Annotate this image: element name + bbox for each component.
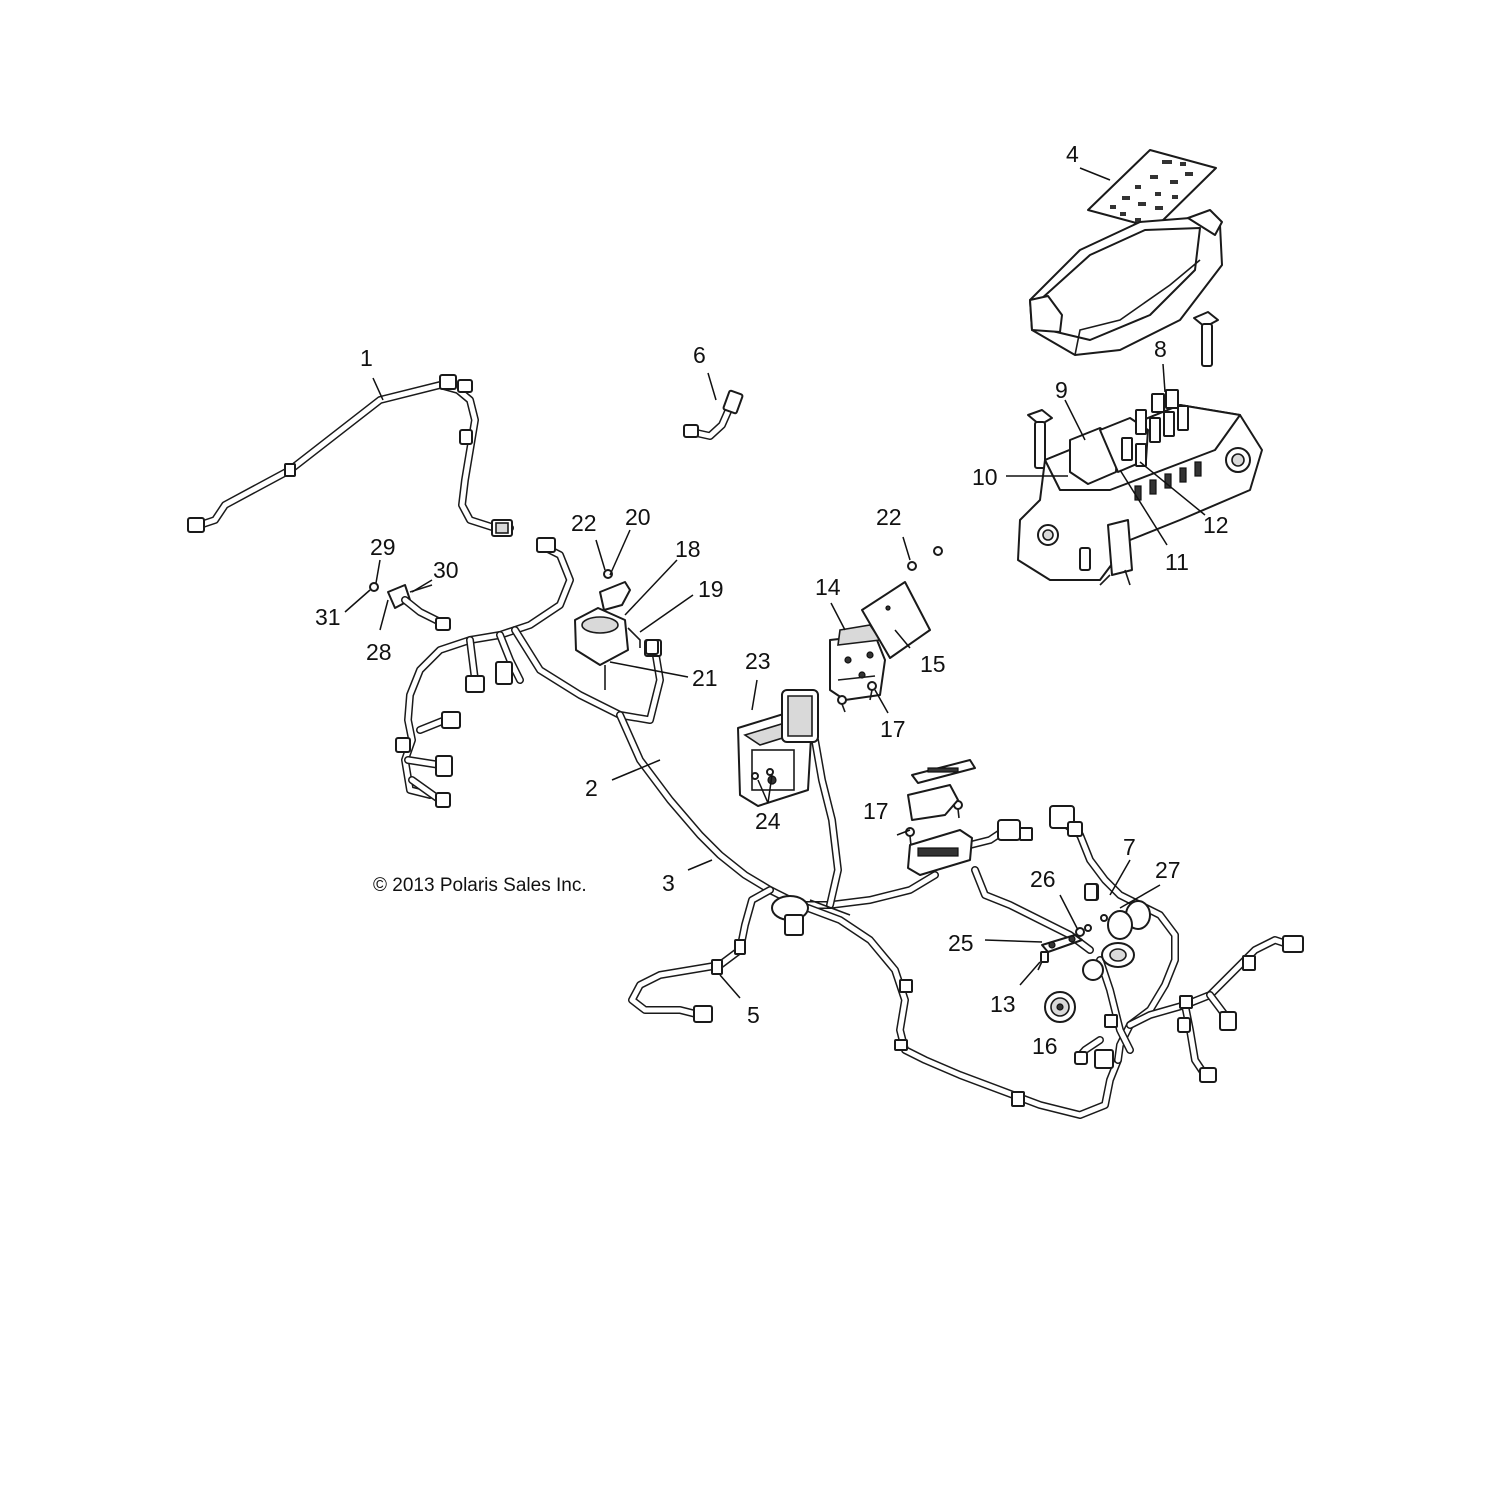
callout-labels: 1 2 3 4 5 6 7 8 9 10 11 12 13 14 15 16 1… — [315, 141, 1229, 1059]
fuse-box-label-part-4 — [1087, 149, 1217, 229]
harness-part-1 — [187, 374, 514, 537]
fuse-box-cover — [1029, 209, 1223, 356]
callout-4: 4 — [1066, 141, 1079, 167]
callout-16: 16 — [1032, 1033, 1058, 1059]
jumper-part-6 — [683, 389, 744, 440]
callout-26: 26 — [1030, 866, 1056, 892]
callout-28: 28 — [366, 639, 392, 665]
callout-25: 25 — [948, 930, 974, 956]
callout-12: 12 — [1203, 512, 1229, 538]
harness-part-7-right — [936, 805, 1304, 1083]
callout-15: 15 — [920, 651, 946, 677]
connector-part-27 — [1084, 883, 1108, 922]
callout-3: 3 — [662, 870, 675, 896]
ground-strap-part-25 — [1041, 934, 1083, 953]
terminal-part-13 — [1037, 951, 1049, 971]
callout-17a: 17 — [880, 716, 906, 742]
callout-11: 11 — [1165, 549, 1189, 575]
harness-part-2-main — [395, 537, 1122, 1119]
callout-18: 18 — [675, 536, 701, 562]
callout-20: 20 — [625, 504, 651, 530]
callout-9: 9 — [1055, 377, 1068, 403]
callout-6: 6 — [693, 342, 706, 368]
grommet-part-16 — [1044, 991, 1076, 1023]
callout-14: 14 — [815, 574, 841, 600]
plug-part-21 — [645, 639, 659, 655]
callout-24: 24 — [755, 808, 781, 834]
callout-29: 29 — [370, 534, 396, 560]
copyright-text: © 2013 Polaris Sales Inc. — [373, 875, 587, 896]
cover-part-15 — [861, 581, 931, 659]
ecu-part-23 — [737, 689, 819, 807]
callout-19: 19 — [698, 576, 724, 602]
screws-part-24 — [751, 768, 774, 780]
coil-part-18 — [574, 607, 641, 690]
callout-23: 23 — [745, 648, 771, 674]
callout-8: 8 — [1154, 336, 1167, 362]
bolt-part-26 — [1075, 924, 1092, 937]
fuses-part-11-12 — [1134, 461, 1202, 501]
callout-10: 10 — [972, 464, 998, 490]
callout-2: 2 — [585, 775, 598, 801]
callout-22b: 22 — [876, 504, 902, 530]
callout-30: 30 — [433, 557, 459, 583]
callout-1: 1 — [360, 345, 373, 371]
screws-part-17 — [837, 681, 963, 847]
fuse-box-bolts — [1027, 311, 1219, 469]
callout-31: 31 — [315, 604, 341, 630]
fuse-block-lower — [907, 759, 976, 876]
relay-part-28 — [369, 582, 451, 631]
callout-5: 5 — [747, 1002, 760, 1028]
callout-7: 7 — [1123, 834, 1136, 860]
callout-13: 13 — [990, 991, 1016, 1017]
bracket-part-20 — [599, 581, 631, 611]
callout-17b: 17 — [863, 798, 889, 824]
fuses-part-8 — [1121, 389, 1189, 467]
callout-27: 27 — [1155, 857, 1181, 883]
nuts-part-22 — [603, 546, 943, 579]
leader-lines — [344, 167, 1206, 999]
callout-21: 21 — [692, 665, 718, 691]
callout-22a: 22 — [571, 510, 597, 536]
